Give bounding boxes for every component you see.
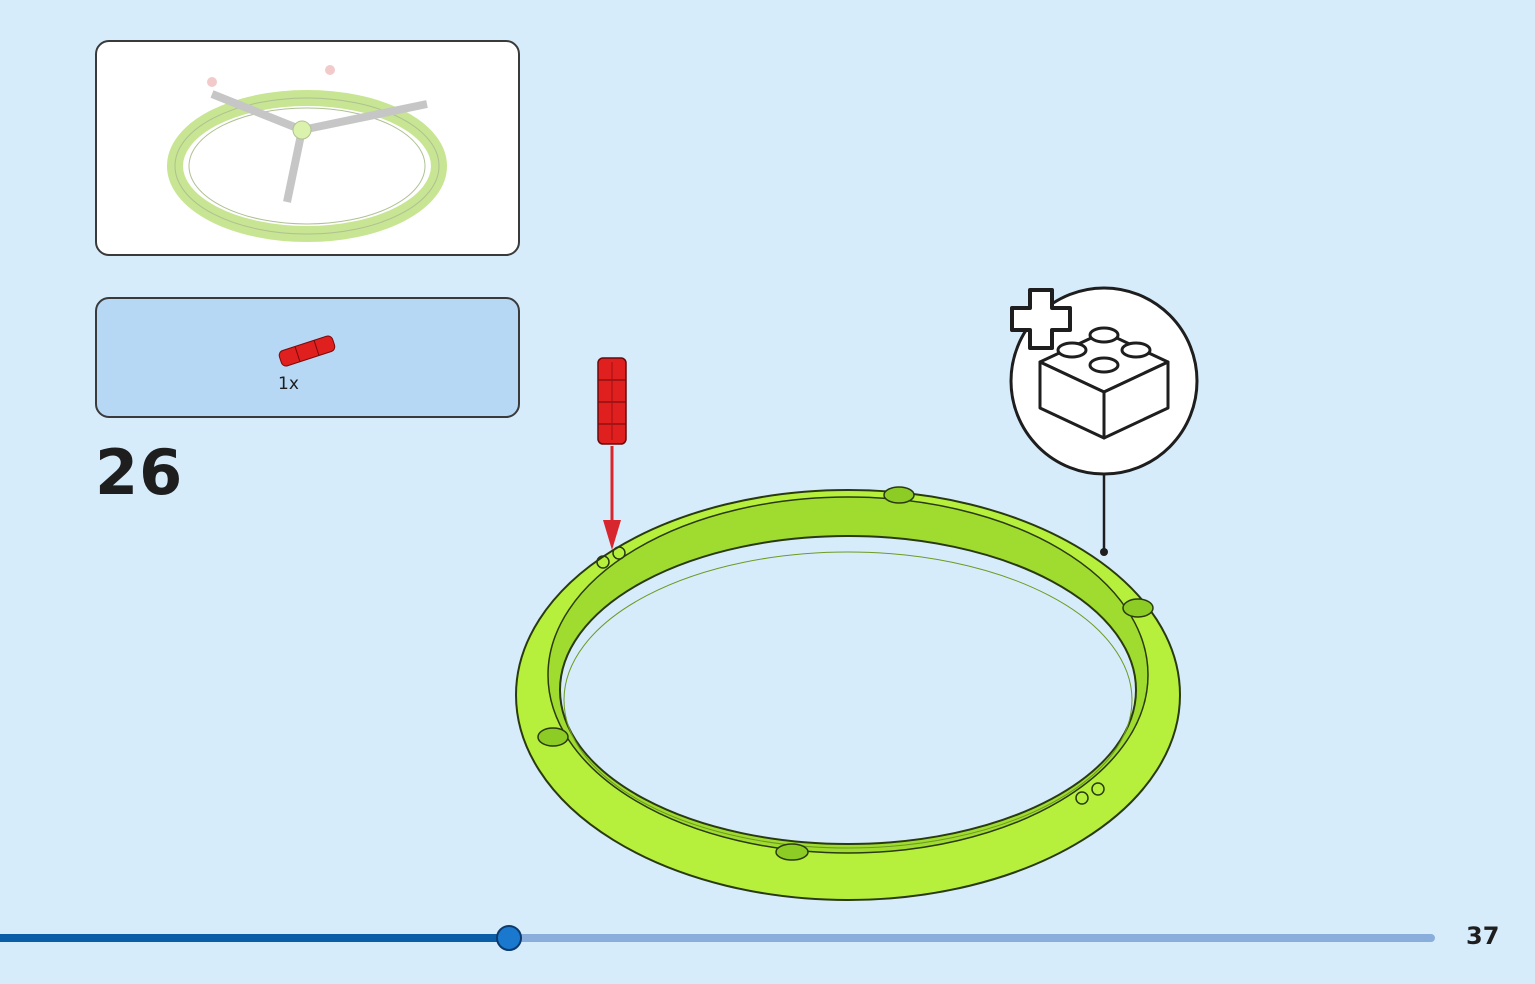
progress-bar bbox=[0, 925, 1435, 951]
pin-hole bbox=[596, 555, 610, 569]
add-brick-icon bbox=[1009, 286, 1199, 556]
axle-pin-icon bbox=[278, 335, 336, 367]
page-number: 37 bbox=[1466, 922, 1500, 950]
ring-hole-left bbox=[537, 727, 569, 747]
preview-assembly-image bbox=[167, 65, 447, 242]
red-pin bbox=[597, 357, 627, 445]
ring-hole-top bbox=[883, 486, 915, 504]
insert-arrow-icon bbox=[603, 446, 621, 550]
preview-panel bbox=[95, 40, 520, 256]
ring-hole-bottom bbox=[775, 843, 809, 861]
parts-panel bbox=[95, 297, 520, 418]
part-quantity: 1x bbox=[278, 374, 299, 394]
progress-marker bbox=[496, 925, 522, 951]
ring-hole-right bbox=[1122, 598, 1154, 618]
step-number: 26 bbox=[95, 436, 184, 509]
ring-hole bbox=[559, 535, 1137, 845]
